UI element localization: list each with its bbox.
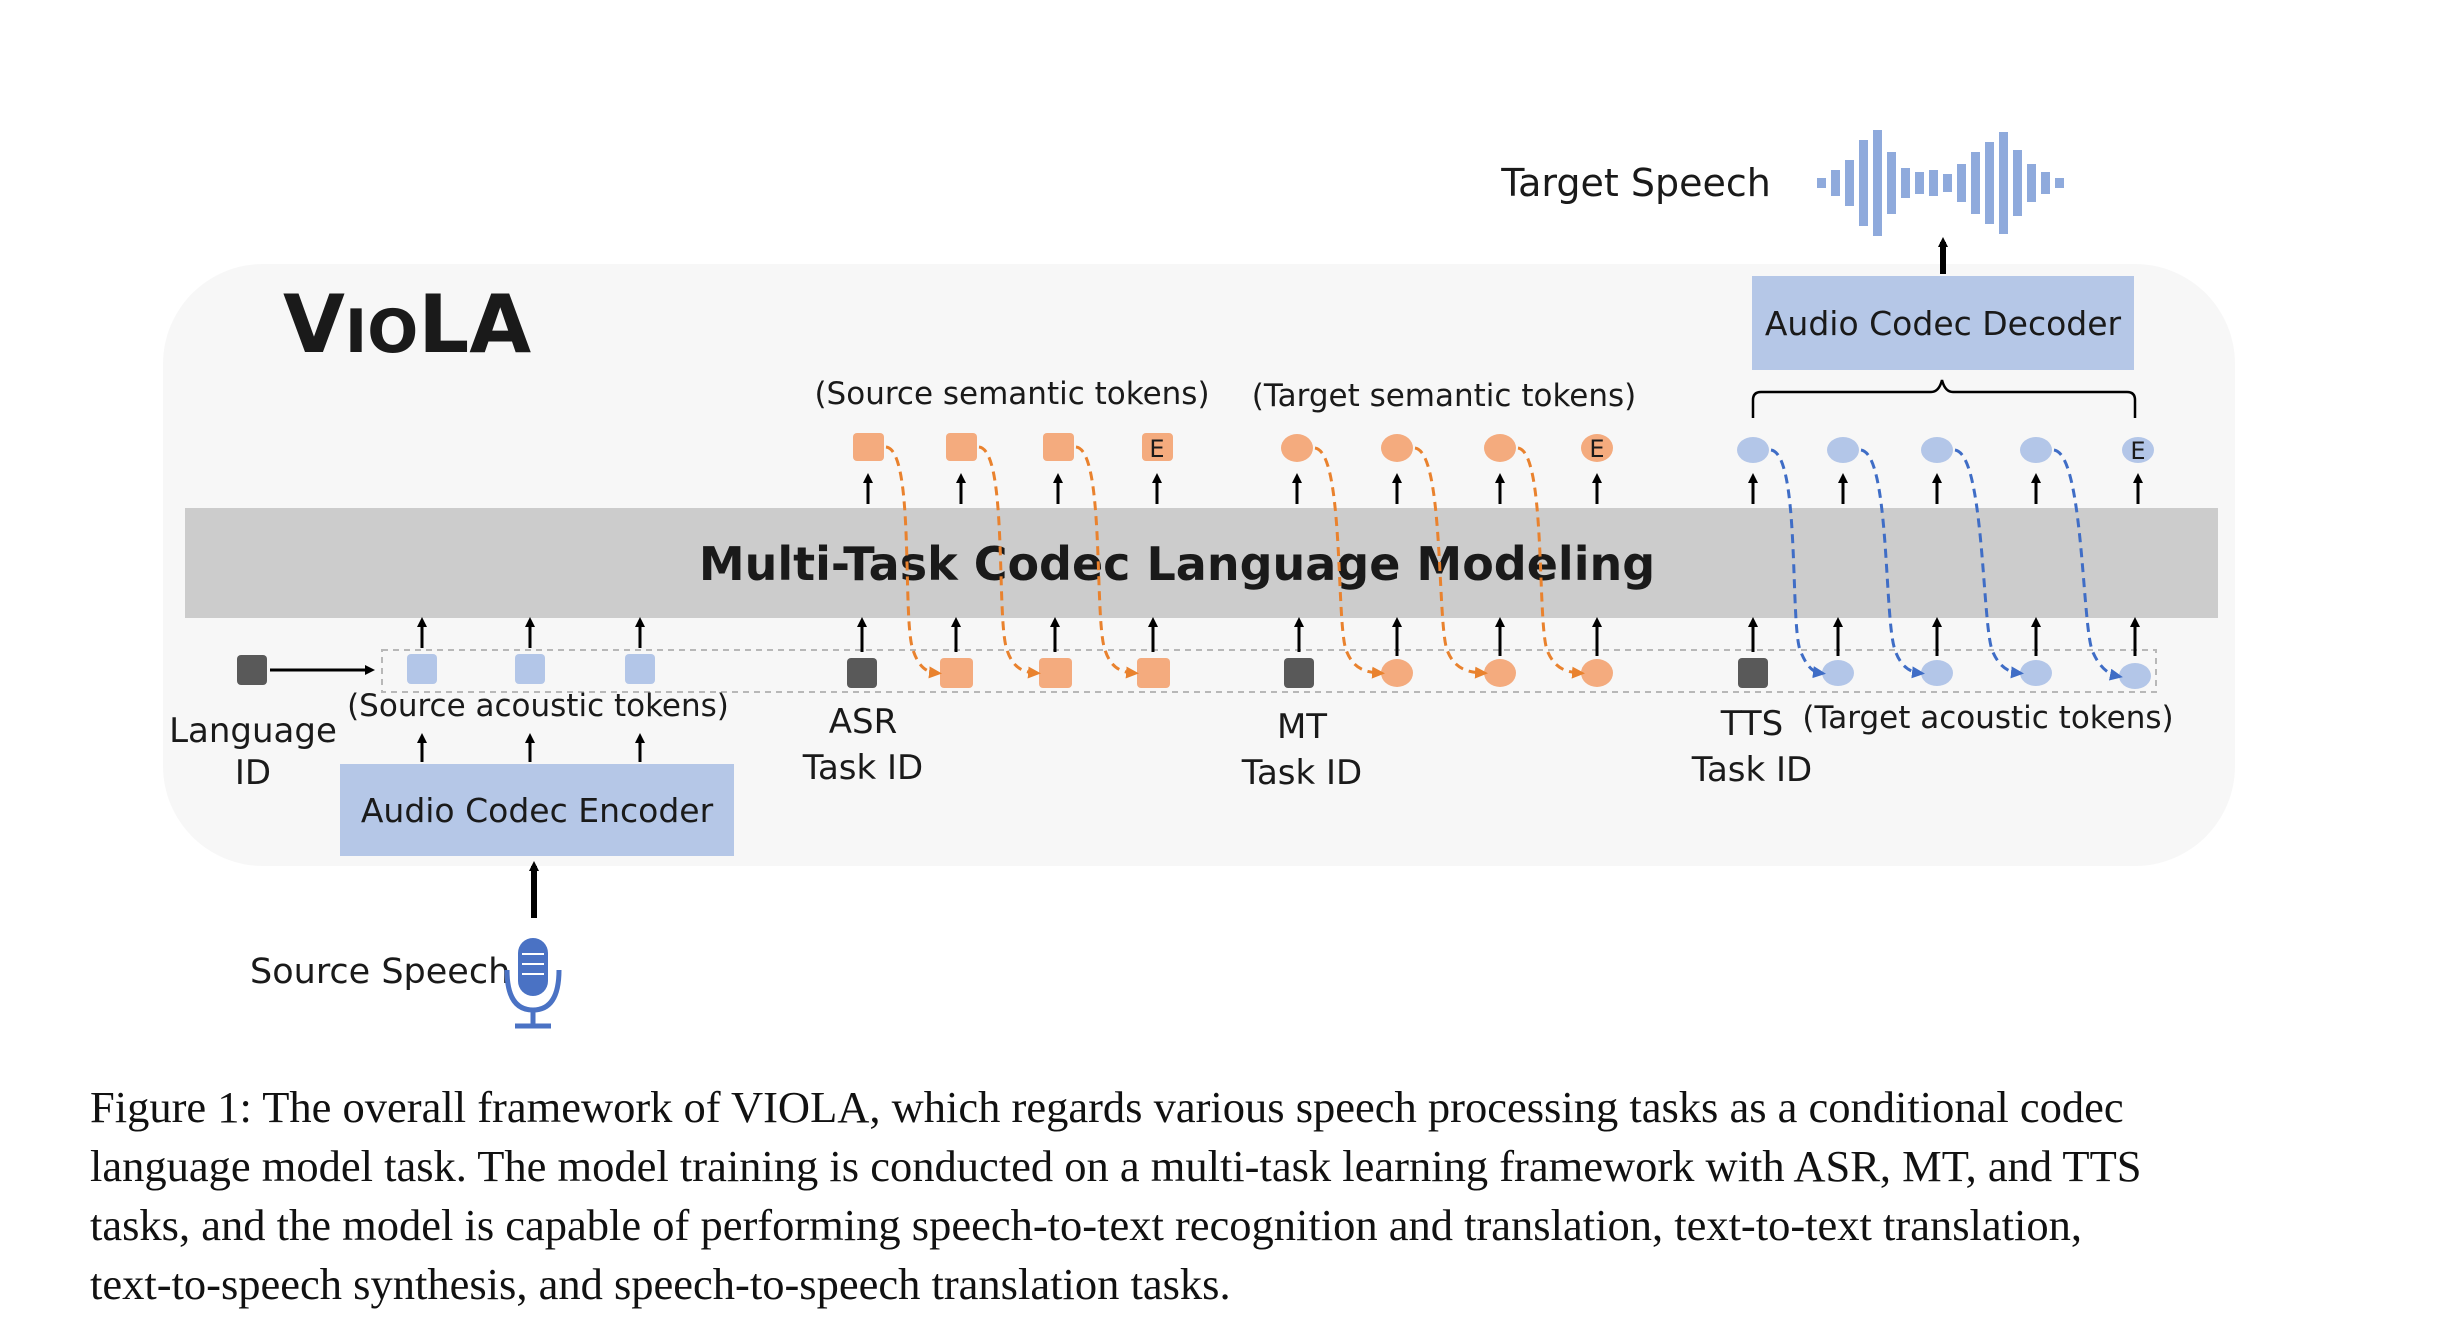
figure-caption: Figure 1: The overall framework of VIOLA… bbox=[90, 1078, 2390, 1314]
microphone-icon bbox=[504, 938, 562, 1029]
mt-input-token bbox=[1381, 659, 1413, 687]
asr-input-token bbox=[940, 658, 973, 688]
target-semantic-token bbox=[1281, 434, 1313, 462]
target-acoustic-token bbox=[1737, 437, 1769, 463]
lm-band bbox=[185, 508, 2218, 618]
source-semantic-label: (Source semantic tokens) bbox=[814, 376, 1209, 412]
tts-input-token bbox=[1822, 660, 1854, 686]
source-semantic-token bbox=[946, 433, 977, 461]
audio-codec-decoder-label: Audio Codec Decoder bbox=[1765, 304, 2122, 343]
decoder-brace bbox=[1751, 379, 2137, 418]
source-acoustic-token bbox=[515, 654, 545, 684]
asr-feedback-arrows bbox=[885, 445, 1139, 679]
tts-input-token bbox=[1921, 660, 1953, 686]
caption-line: language model task. The model training … bbox=[90, 1141, 2142, 1191]
asr-input-tokens bbox=[940, 658, 1170, 688]
tts-feedback-arrows bbox=[1770, 448, 2123, 681]
target-semantic-end-token bbox=[1581, 434, 1613, 462]
caption-line: tasks, and the model is capable of perfo… bbox=[90, 1200, 2083, 1250]
target-acoustic-token bbox=[1827, 437, 1859, 463]
lm-input-arrows bbox=[417, 617, 2140, 656]
tts-input-tokens bbox=[1822, 660, 2151, 689]
mt-input-tokens bbox=[1381, 659, 1613, 687]
target-semantic-label: (Target semantic tokens) bbox=[1252, 378, 1637, 414]
waveform-icon bbox=[1817, 130, 2064, 236]
lm-output-arrows bbox=[863, 473, 2143, 504]
source-semantic-tokens: E bbox=[853, 433, 1173, 463]
audio-codec-encoder bbox=[340, 764, 734, 856]
source-semantic-end-token bbox=[1142, 433, 1173, 461]
tts-input-token bbox=[2119, 663, 2151, 689]
audio-codec-decoder bbox=[1752, 276, 2134, 370]
audio-codec-encoder-label: Audio Codec Encoder bbox=[361, 791, 714, 830]
mt-task-id-token bbox=[1284, 658, 1314, 688]
source-acoustic-token bbox=[407, 654, 437, 684]
source-speech-label: Source Speech bbox=[250, 952, 510, 992]
target-semantic-tokens: E bbox=[1281, 434, 1613, 463]
source-semantic-token bbox=[853, 433, 884, 461]
mt-input-token bbox=[1484, 659, 1516, 687]
caption-line: Figure 1: The overall framework of VIOLA… bbox=[90, 1082, 2124, 1132]
source-semantic-token bbox=[1043, 433, 1074, 461]
target-acoustic-label: (Target acoustic tokens) bbox=[1802, 700, 2173, 736]
asr-input-token bbox=[1039, 658, 1072, 688]
tts-task-id-token bbox=[1738, 658, 1768, 688]
caption-line: text-to-speech synthesis, and speech-to-… bbox=[90, 1259, 1231, 1309]
target-acoustic-output-tokens: E bbox=[1737, 437, 2154, 465]
target-semantic-token bbox=[1381, 434, 1413, 462]
asr-task-id-token bbox=[847, 658, 877, 688]
target-semantic-end-label: E bbox=[1589, 435, 1604, 463]
mt-feedback-arrows bbox=[1314, 446, 1585, 679]
encoder-output-arrows bbox=[417, 733, 645, 762]
lm-band-label: Multi-Task Codec Language Modeling bbox=[699, 537, 1655, 591]
source-acoustic-token bbox=[625, 654, 655, 684]
source-acoustic-tokens bbox=[407, 654, 655, 684]
target-acoustic-end-label: E bbox=[2130, 437, 2145, 465]
language-id-token bbox=[237, 655, 267, 685]
source-acoustic-label: (Source acoustic tokens) bbox=[347, 688, 729, 724]
source-semantic-end-label: E bbox=[1149, 435, 1164, 463]
input-sequence-box bbox=[381, 649, 2157, 693]
mt-input-token bbox=[1581, 659, 1613, 687]
tts-input-token bbox=[2020, 660, 2052, 686]
model-title: VIOLA bbox=[283, 278, 531, 371]
asr-input-token bbox=[1137, 658, 1170, 688]
target-acoustic-token bbox=[1921, 437, 1953, 463]
target-acoustic-token bbox=[2020, 437, 2052, 463]
target-acoustic-end-token bbox=[2122, 437, 2154, 463]
target-semantic-token bbox=[1484, 434, 1516, 462]
target-speech-label: Target Speech bbox=[1500, 161, 1771, 205]
